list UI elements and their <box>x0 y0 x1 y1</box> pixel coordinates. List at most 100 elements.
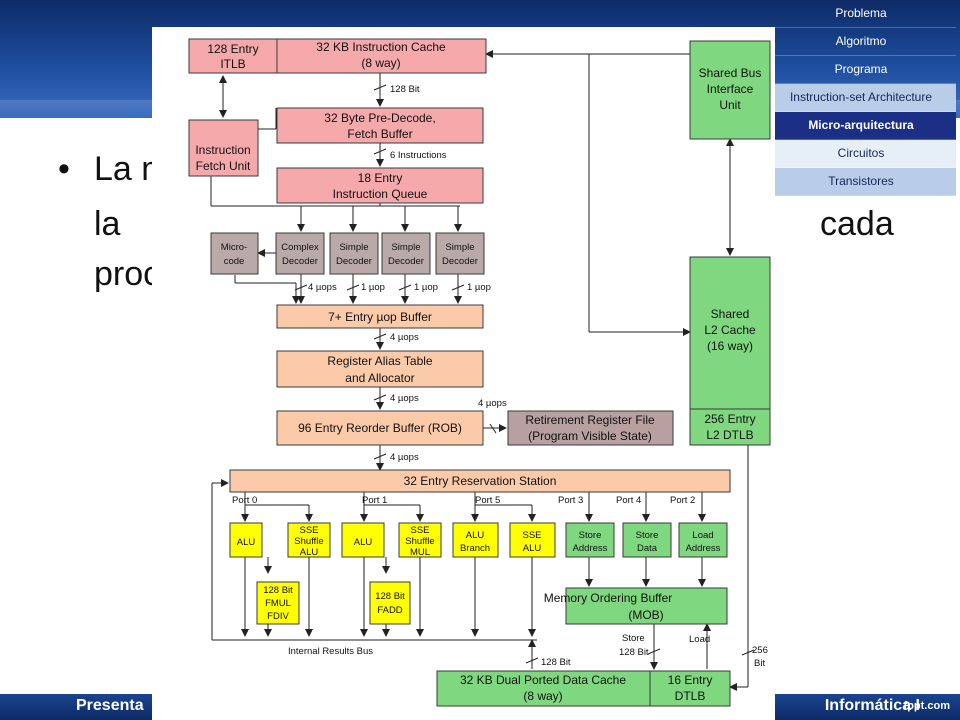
microcode-label-1: Micro- <box>221 242 247 253</box>
complex-decoder-label-1: Complex <box>281 242 319 253</box>
alu-branch-label-2: Branch <box>460 543 490 554</box>
port0-label: Port 0 <box>232 495 257 506</box>
fetch-unit-label-1: Instruction <box>195 143 250 157</box>
simple-decoder-3-label-1: Simple <box>445 242 474 253</box>
sse-shuffle-mul-label-3: MUL <box>410 547 430 558</box>
biu-label-2: Interface <box>707 82 754 96</box>
uops1-label-c: 1 µop <box>467 282 491 293</box>
store-128bit-label: 128 Bit <box>619 647 649 658</box>
store-label: Store <box>622 633 645 644</box>
dtlb-box <box>649 670 731 707</box>
load-address-box <box>678 522 728 558</box>
l2dtlb-label-1: 256 Entry <box>704 412 755 426</box>
rat-label-2: and Allocator <box>345 371 414 385</box>
nav-item-micro-arquitectura[interactable]: Micro-arquitectura <box>766 112 956 140</box>
icache-label-2: (8 way) <box>361 56 400 70</box>
bullet-line-2-left: la <box>94 205 121 243</box>
biu-label-1: Shared Bus <box>699 66 762 80</box>
store-address-box <box>565 522 615 558</box>
uops4-label-c: 4 µops <box>390 393 419 404</box>
sse-shuffle-mul-label-1: SSE <box>410 525 429 536</box>
simple-decoder-3-box <box>435 232 485 275</box>
uops1-label-a: 1 µop <box>361 282 385 293</box>
rrf-label-2: (Program Visible State) <box>528 429 652 443</box>
port5-label: Port 5 <box>475 495 500 506</box>
microarchitecture-diagram: 128 Entry ITLB 32 KB Instruction Cache (… <box>152 27 775 720</box>
sse-alu-label-1: SSE <box>522 530 541 541</box>
biu-box <box>689 40 771 140</box>
simple-decoder-2-label-1: Simple <box>391 242 420 253</box>
itlb-label-1: 128 Entry <box>207 42 258 56</box>
uop-buffer-label: 7+ Entry µop Buffer <box>328 310 432 324</box>
bullet-line-2-right: cada <box>820 205 894 243</box>
alu-port1-box <box>341 522 385 558</box>
diagram-wires <box>210 50 755 691</box>
alu-port1-label: ALU <box>354 537 373 548</box>
simple-decoder-1-box <box>329 232 379 275</box>
store-address-label-1: Store <box>579 530 602 541</box>
store-data-label-2: Data <box>637 543 658 554</box>
six-instructions-label: 6 Instructions <box>390 150 447 161</box>
bus-256-bit-label: Bit <box>754 658 765 669</box>
nav-item-problema[interactable]: Problema <box>766 0 956 28</box>
port2-label: Port 2 <box>670 495 695 506</box>
dcache-label-2: (8 way) <box>523 689 562 703</box>
dtlb-label-2: DTLB <box>675 689 706 703</box>
fmul-label-2: FMUL <box>265 598 291 609</box>
port3-label: Port 3 <box>558 495 583 506</box>
nav-item-transistores[interactable]: Transistores <box>766 168 956 196</box>
rat-box <box>276 350 484 388</box>
iqueue-label-1: 18 Entry <box>358 171 403 185</box>
bullet-line-3: proc <box>94 255 161 293</box>
biu-label-3: Unit <box>719 98 741 112</box>
uops4-label-b: 4 µops <box>390 332 419 343</box>
rob-label: 96 Entry Reorder Buffer (ROB) <box>298 421 462 435</box>
itlb-box <box>188 38 278 74</box>
icache-label-1: 32 KB Instruction Cache <box>316 40 446 54</box>
diagram-labels: 128 Entry ITLB 32 KB Instruction Cache (… <box>195 40 761 703</box>
microcode-label-2: code <box>224 256 245 267</box>
sse-shuffle-alu-label-2: Shuffle <box>294 536 323 547</box>
rrf-label-1: Retirement Register File <box>525 413 655 427</box>
nav-item-algoritmo[interactable]: Algoritmo <box>766 28 956 56</box>
simple-decoder-1-label-1: Simple <box>339 242 368 253</box>
mob-label-1: Memory Ordering Buffer <box>544 591 673 605</box>
nav-item-circuitos[interactable]: Circuitos <box>766 140 956 168</box>
l2-cache-box <box>689 256 771 410</box>
predecode-label-2: Fetch Buffer <box>347 127 412 141</box>
port4-label: Port 4 <box>616 495 641 506</box>
reservation-station-box <box>229 469 731 493</box>
footer-left-text: Presenta <box>76 697 144 714</box>
rob-box <box>276 410 484 446</box>
uop-buffer-box <box>276 304 484 329</box>
predecode-box <box>276 107 484 144</box>
fppt-logo: fppt.com <box>903 700 950 712</box>
predecode-label-1: 32 Byte Pre-Decode, <box>324 111 435 125</box>
nav-item-programa[interactable]: Programa <box>766 56 956 84</box>
simple-decoder-2-box <box>381 232 431 275</box>
load-address-label-1: Load <box>692 530 713 541</box>
nav-item-isa[interactable]: Instruction-set Architecture <box>766 84 956 112</box>
abstraction-levels-nav: Problema Algoritmo Programa Instruction-… <box>766 0 956 196</box>
internal-results-bus-label: Internal Results Bus <box>288 646 373 657</box>
port1-label: Port 1 <box>362 495 387 506</box>
mob-box <box>565 587 728 625</box>
sse-shuffle-alu-label-3: ALU <box>300 547 319 558</box>
sse-shuffle-mul-box <box>398 522 442 558</box>
annotation-labels: 128 Bit 6 Instructions 4 µops 1 µop 1 µo… <box>232 84 768 669</box>
store-data-label-1: Store <box>636 530 659 541</box>
fetch-unit-box <box>188 119 259 177</box>
sse-shuffle-alu-box <box>287 522 331 558</box>
alu-port0-label: ALU <box>237 537 256 548</box>
dcache-box <box>436 670 651 707</box>
itlb-label-2: ITLB <box>220 57 245 71</box>
iqueue-box <box>276 167 484 204</box>
complex-decoder-label-2: Decoder <box>282 256 318 267</box>
icache-box <box>276 38 487 74</box>
mob-label-2: (MOB) <box>628 608 663 622</box>
store-data-box <box>622 522 672 558</box>
iqueue-label-2: Instruction Queue <box>333 187 428 201</box>
bus-128bit-label-b: 128 Bit <box>541 657 571 668</box>
l2-label-1: Shared <box>711 307 750 321</box>
bus-256-label: 256 <box>752 645 768 656</box>
